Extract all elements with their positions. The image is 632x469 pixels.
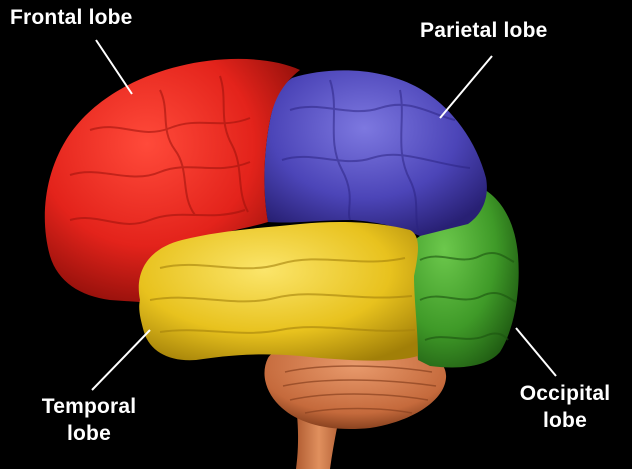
occipital-lobe-label: Occipital lobe: [506, 380, 624, 434]
temporal-leader-line: [92, 330, 150, 390]
frontal-leader-line: [96, 40, 132, 94]
parietal-leader-line: [440, 56, 492, 118]
occipital-lobe-label-line1: Occipital: [506, 380, 624, 407]
frontal-lobe-label: Frontal lobe: [10, 4, 133, 31]
temporal-lobe: [139, 222, 418, 361]
occipital-leader-line: [516, 328, 556, 376]
parietal-lobe: [264, 70, 487, 236]
temporal-lobe-label-line2: lobe: [30, 420, 148, 447]
frontal-lobe-label-text: Frontal lobe: [10, 4, 133, 31]
temporal-lobe-label: Temporal lobe: [30, 393, 148, 447]
occipital-lobe-label-line2: lobe: [506, 407, 624, 434]
temporal-lobe-label-line1: Temporal: [30, 393, 148, 420]
parietal-lobe-label: Parietal lobe: [420, 17, 547, 44]
parietal-lobe-label-text: Parietal lobe: [420, 17, 547, 44]
